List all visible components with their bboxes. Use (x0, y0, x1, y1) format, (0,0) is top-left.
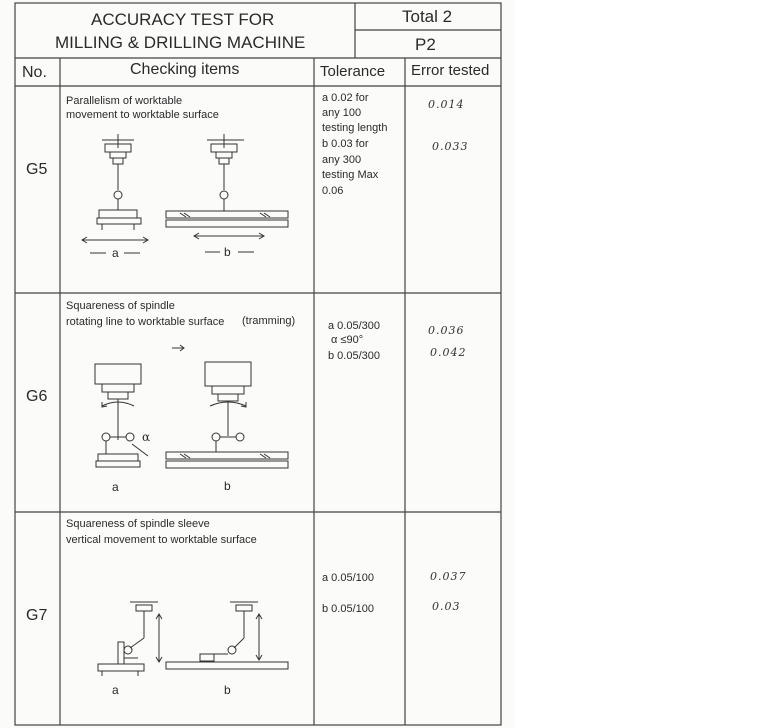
diagram-g6 (94, 344, 289, 469)
test-sheet: ACCURACY TEST FOR MILLING & DRILLING MAC… (14, 2, 502, 726)
tolerance-line: a 0.05/300 (328, 320, 380, 332)
col-header-error: Error tested (411, 62, 490, 79)
row-number: G5 (26, 161, 48, 178)
item-title: movement to worktable surface (66, 109, 219, 121)
tolerance-line: any 100 (322, 107, 362, 119)
diagram-g7 (97, 601, 289, 676)
sheet-title-line1: ACCURACY TEST FOR (91, 10, 275, 29)
diagram-label-b: b (224, 479, 231, 493)
error-value: 0.037 (430, 570, 467, 583)
diagram-label-b: b (224, 683, 231, 697)
row-number: G7 (26, 607, 48, 624)
alpha-symbol: α (142, 430, 151, 444)
sheet-title-line2: MILLING & DRILLING MACHINE (55, 33, 306, 52)
error-value: 0.014 (428, 98, 465, 111)
item-title: vertical movement to worktable surface (66, 534, 257, 546)
item-title-note: (tramming) (242, 315, 296, 327)
error-value: 0.03 (432, 600, 461, 613)
row-number: G6 (26, 388, 48, 405)
tolerance-line: 0.06 (322, 185, 344, 197)
item-title: rotating line to worktable surface (66, 316, 225, 328)
tolerance-line: a 0.05/100 (322, 572, 374, 584)
item-title: Squareness of spindle (66, 300, 175, 312)
item-title: Squareness of spindle sleeve (66, 518, 210, 530)
diagram-label-a: a (112, 480, 119, 494)
tolerance-line: testing length (322, 122, 388, 134)
diagram-label-a: a (112, 683, 119, 697)
item-title: Parallelism of worktable (66, 95, 183, 107)
table-grid (14, 2, 502, 726)
col-header-no: No. (22, 64, 47, 81)
tolerance-line: any 300 (322, 154, 362, 166)
page-number: P2 (415, 35, 436, 54)
error-value: 0.042 (430, 346, 467, 359)
error-value: 0.036 (428, 324, 465, 337)
diagram-label-a: a (112, 246, 119, 260)
diagram-label-b: b (224, 245, 231, 259)
error-value: 0.033 (432, 140, 469, 153)
total-label: Total 2 (402, 7, 453, 26)
tolerance-line: α ≤90° (331, 334, 364, 346)
col-header-tolerance: Tolerance (320, 63, 386, 80)
tolerance-line: b 0.05/300 (328, 350, 380, 362)
tolerance-line: a 0.02 for (322, 92, 369, 104)
tolerance-line: b 0.05/100 (322, 603, 374, 615)
tolerance-line: testing Max (322, 169, 379, 181)
diagram-g5 (81, 134, 289, 254)
col-header-items: Checking items (130, 61, 240, 78)
tolerance-line: b 0.03 for (322, 138, 369, 150)
